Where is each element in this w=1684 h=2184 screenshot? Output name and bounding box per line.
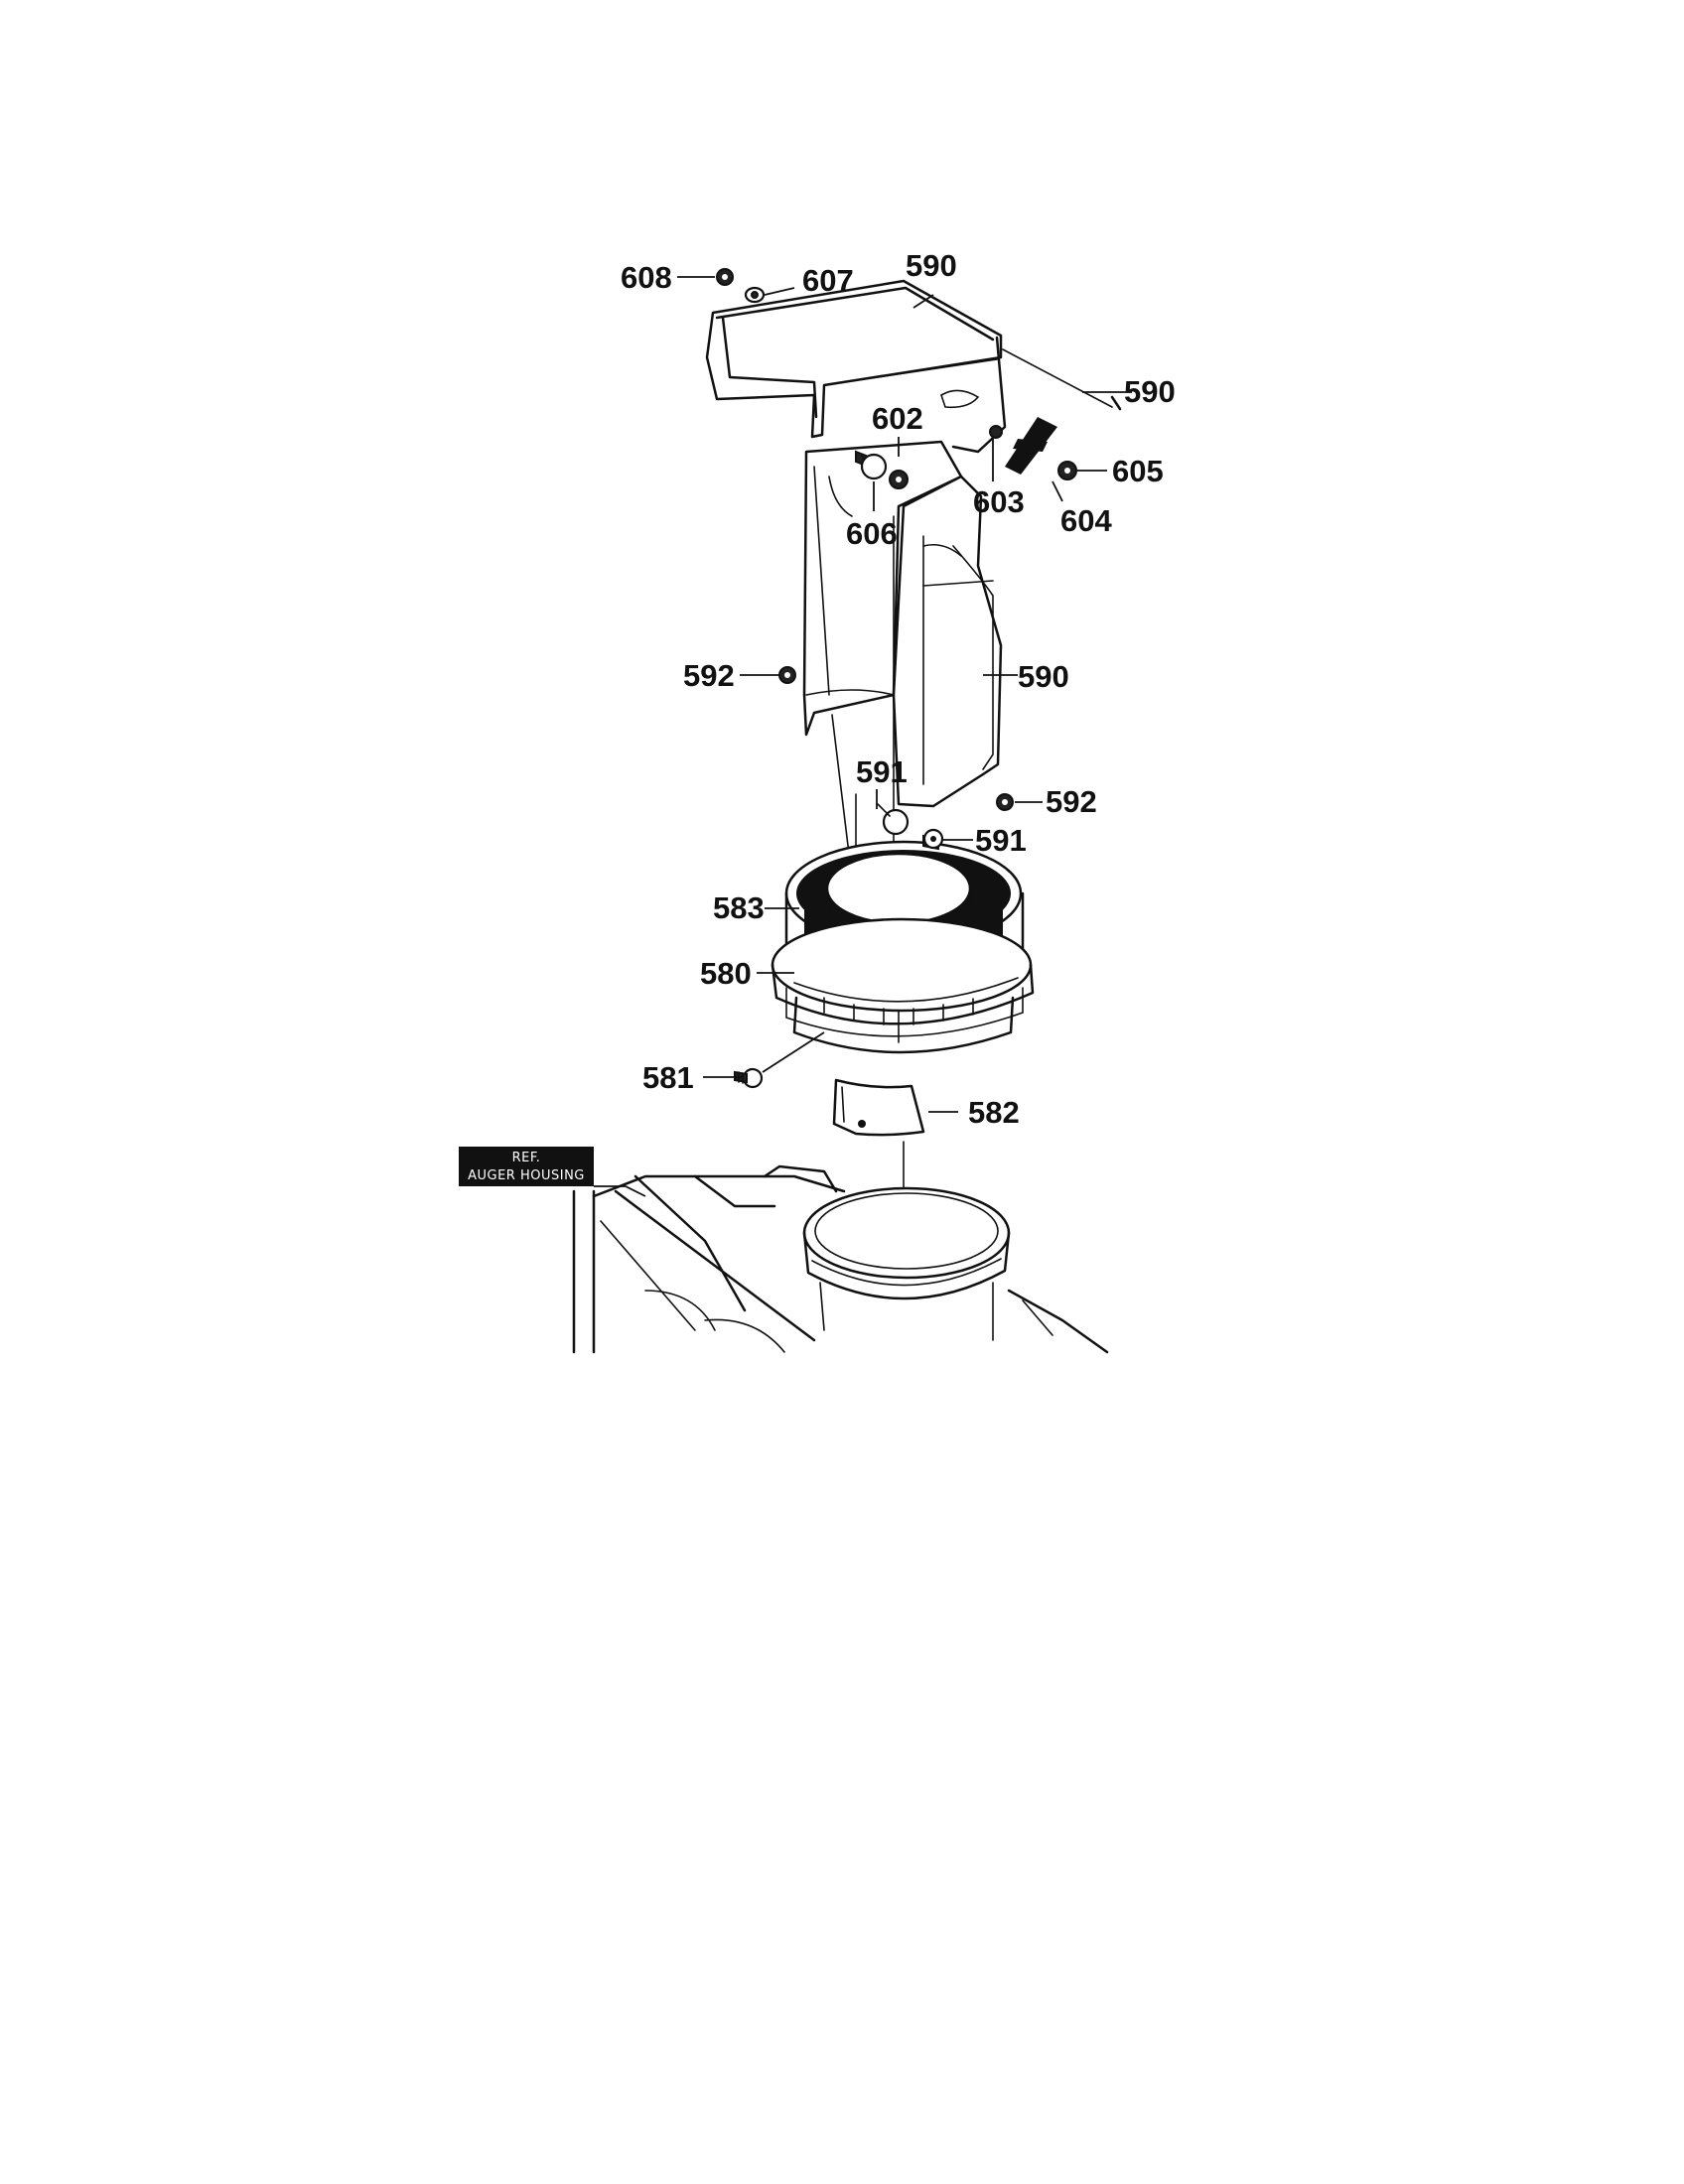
label-583: 583 [713, 890, 765, 925]
hardware [716, 268, 1077, 1089]
reference-label-box: REF. AUGER HOUSING [459, 1147, 594, 1186]
lower-shield [832, 1078, 925, 1137]
label-580: 580 [700, 956, 752, 991]
label-592-left: 592 [683, 658, 735, 693]
label-590-right: 590 [1124, 374, 1176, 409]
label-581: 581 [642, 1060, 694, 1095]
label-602: 602 [872, 401, 923, 436]
label-605: 605 [1112, 454, 1164, 488]
label-592-right: 592 [1046, 784, 1097, 819]
label-582: 582 [968, 1095, 1020, 1130]
deflector-hood [705, 279, 1122, 454]
label-604: 604 [1060, 503, 1112, 538]
part-number-labels: 608 607 590 590 602 605 603 606 604 592 … [621, 248, 1176, 1130]
reference-label-line2: AUGER HOUSING [468, 1168, 585, 1183]
label-607: 607 [802, 263, 854, 298]
auger-housing [572, 1164, 1109, 1354]
label-590-top: 590 [906, 248, 957, 283]
chute-collar-assembly [771, 840, 1035, 1054]
label-590-mid: 590 [1018, 659, 1069, 694]
label-606: 606 [846, 516, 898, 551]
leader-lines [594, 276, 1132, 1197]
label-591-b: 591 [975, 823, 1027, 858]
upper-chute [802, 440, 1003, 808]
reference-label-line1: REF. [512, 1151, 541, 1165]
label-603: 603 [973, 484, 1025, 519]
label-608: 608 [621, 260, 672, 295]
label-591-a: 591 [856, 754, 908, 789]
